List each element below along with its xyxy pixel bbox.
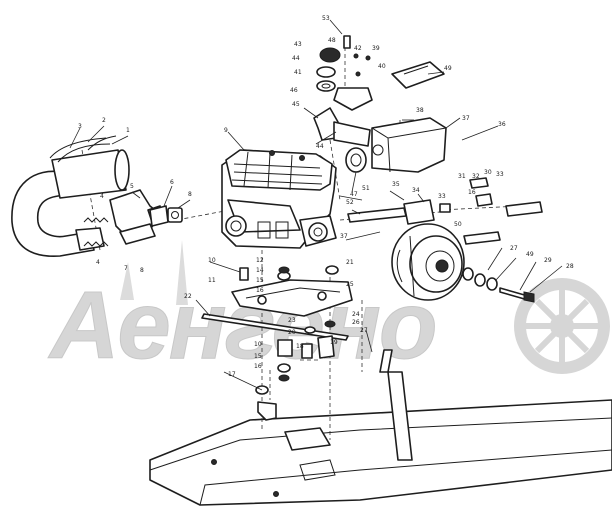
callout-16c: 16: [254, 363, 262, 370]
callout-3: 3: [78, 123, 82, 130]
callout-39: 39: [372, 45, 380, 52]
callout-52: 52: [346, 199, 354, 206]
callout-43: 43: [294, 41, 302, 48]
mount-hardware-right: [301, 265, 339, 359]
callout-48: 48: [328, 37, 336, 44]
callout-5: 5: [130, 183, 134, 190]
callout-34: 34: [412, 187, 420, 194]
chassis-plate: [284, 427, 331, 451]
callout-46: 46: [290, 87, 298, 94]
callout-45: 45: [292, 101, 300, 108]
chassis-tunnel: [149, 399, 612, 506]
callout-49: 49: [444, 65, 452, 72]
decal-panel: [391, 61, 445, 89]
callout-4: 4: [100, 193, 104, 200]
callout-44: 44: [292, 55, 300, 62]
exhaust-springs: [83, 217, 109, 247]
callout-2: 2: [102, 117, 106, 124]
callout-44b: 44: [316, 143, 324, 150]
callout-15: 15: [256, 277, 264, 284]
callout-12: 12: [256, 257, 264, 264]
callout-10b: 10: [254, 341, 262, 348]
callout-14: 14: [256, 267, 264, 274]
callout-37: 37: [462, 115, 470, 122]
linkage-shaft: [347, 177, 543, 245]
callout-33: 33: [496, 171, 504, 178]
callout-leaders: [69, 19, 563, 391]
callout-11: 11: [208, 277, 216, 284]
watermark-spires: [120, 240, 188, 305]
callout-7: 7: [124, 265, 128, 272]
callout-18: 18: [296, 343, 304, 350]
callout-27: 27: [510, 245, 518, 252]
carburetor: [299, 215, 337, 247]
callout-32: 32: [472, 173, 480, 180]
callout-15b: 15: [254, 353, 262, 360]
callout-53: 53: [322, 15, 330, 22]
callout-51: 51: [362, 185, 370, 192]
air-box: [371, 117, 447, 173]
callout-4b: 4: [96, 259, 100, 266]
callout-10: 10: [208, 257, 216, 264]
callout-24: 24: [352, 311, 360, 318]
callout-16b: 16: [256, 287, 264, 294]
exhaust-gaskets: [149, 205, 183, 227]
callout-23: 23: [288, 317, 296, 324]
callout-6: 6: [170, 179, 174, 186]
callout-21: 21: [346, 259, 354, 266]
drive-clutch: [391, 223, 465, 301]
callout-16: 16: [468, 189, 476, 196]
callout-19: 19: [330, 339, 338, 346]
callout-50: 50: [454, 221, 462, 228]
callout-40: 40: [378, 63, 386, 70]
callout-33b: 33: [438, 193, 446, 200]
steering-post: [379, 349, 413, 461]
callout-22: 22: [184, 293, 192, 300]
watermark-text: Aенгено: [48, 272, 436, 379]
callout-30: 30: [484, 169, 492, 176]
callout-labels: 53 48 43 42 39 44 40 41 49 46 45 38 37 3…: [78, 15, 574, 378]
callout-37b: 37: [340, 233, 348, 240]
callout-9: 9: [224, 127, 228, 134]
mount-hardware-left: [239, 266, 293, 421]
exhaust-muffler: [11, 135, 130, 257]
filler-cap-stack: [316, 35, 373, 111]
callout-27b: 27: [360, 327, 368, 334]
callout-28: 28: [566, 263, 574, 270]
callout-36: 36: [498, 121, 506, 128]
callout-38: 38: [416, 107, 424, 114]
callout-49b: 49: [526, 251, 534, 258]
callout-26: 26: [352, 319, 360, 326]
callout-8b: 8: [140, 267, 144, 274]
callout-17: 17: [228, 371, 236, 378]
callout-31: 31: [458, 173, 466, 180]
callout-20: 20: [288, 329, 296, 336]
callout-25: 25: [346, 281, 354, 288]
watermark-wheel-logo: [514, 278, 610, 374]
callout-1: 1: [126, 127, 130, 134]
callout-8: 8: [188, 191, 192, 198]
callout-41: 41: [294, 69, 302, 76]
engine-mount-plate: [231, 279, 353, 317]
callout-29: 29: [544, 257, 552, 264]
clutch-bolt-hardware: [462, 267, 535, 303]
callout-47: 47: [350, 191, 358, 198]
intake-elbow: [313, 107, 371, 173]
callout-35: 35: [392, 181, 400, 188]
callout-42: 42: [354, 45, 362, 52]
